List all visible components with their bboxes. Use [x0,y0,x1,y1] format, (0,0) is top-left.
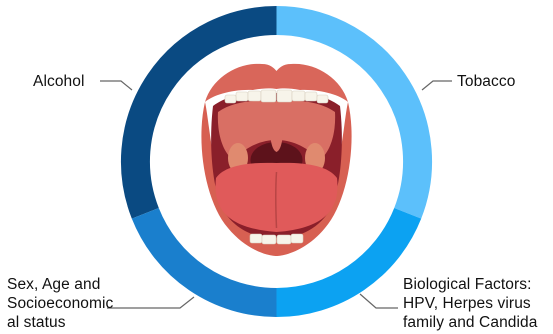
label-biological-line-2: HPV, Herpes virus [403,294,538,313]
label-biological-factors: Biological Factors: HPV, Herpes virus fa… [403,275,538,332]
label-biological-line-1: Biological Factors: [403,275,538,294]
label-sex-age-line-3: al status [7,313,113,332]
label-alcohol-text: Alcohol [33,72,85,91]
leader-line-alcohol [100,81,132,90]
label-biological-line-3: family and Candida [403,313,538,332]
leader-line-tobacco [422,81,452,90]
tongue-midline [276,172,277,228]
label-sex-age-socioeconomic: Sex, Age and Socioeconomic al status [7,275,113,332]
label-tobacco-text: Tobacco [457,72,515,91]
label-sex-age-line-1: Sex, Age and [7,275,113,294]
open-mouth-illustration [201,64,351,256]
label-tobacco: Tobacco [457,72,515,91]
leader-line-biological [360,294,398,308]
label-sex-age-line-2: Socioeconomic [7,294,113,313]
label-alcohol: Alcohol [33,72,85,91]
leader-line-sex-age [107,297,194,308]
